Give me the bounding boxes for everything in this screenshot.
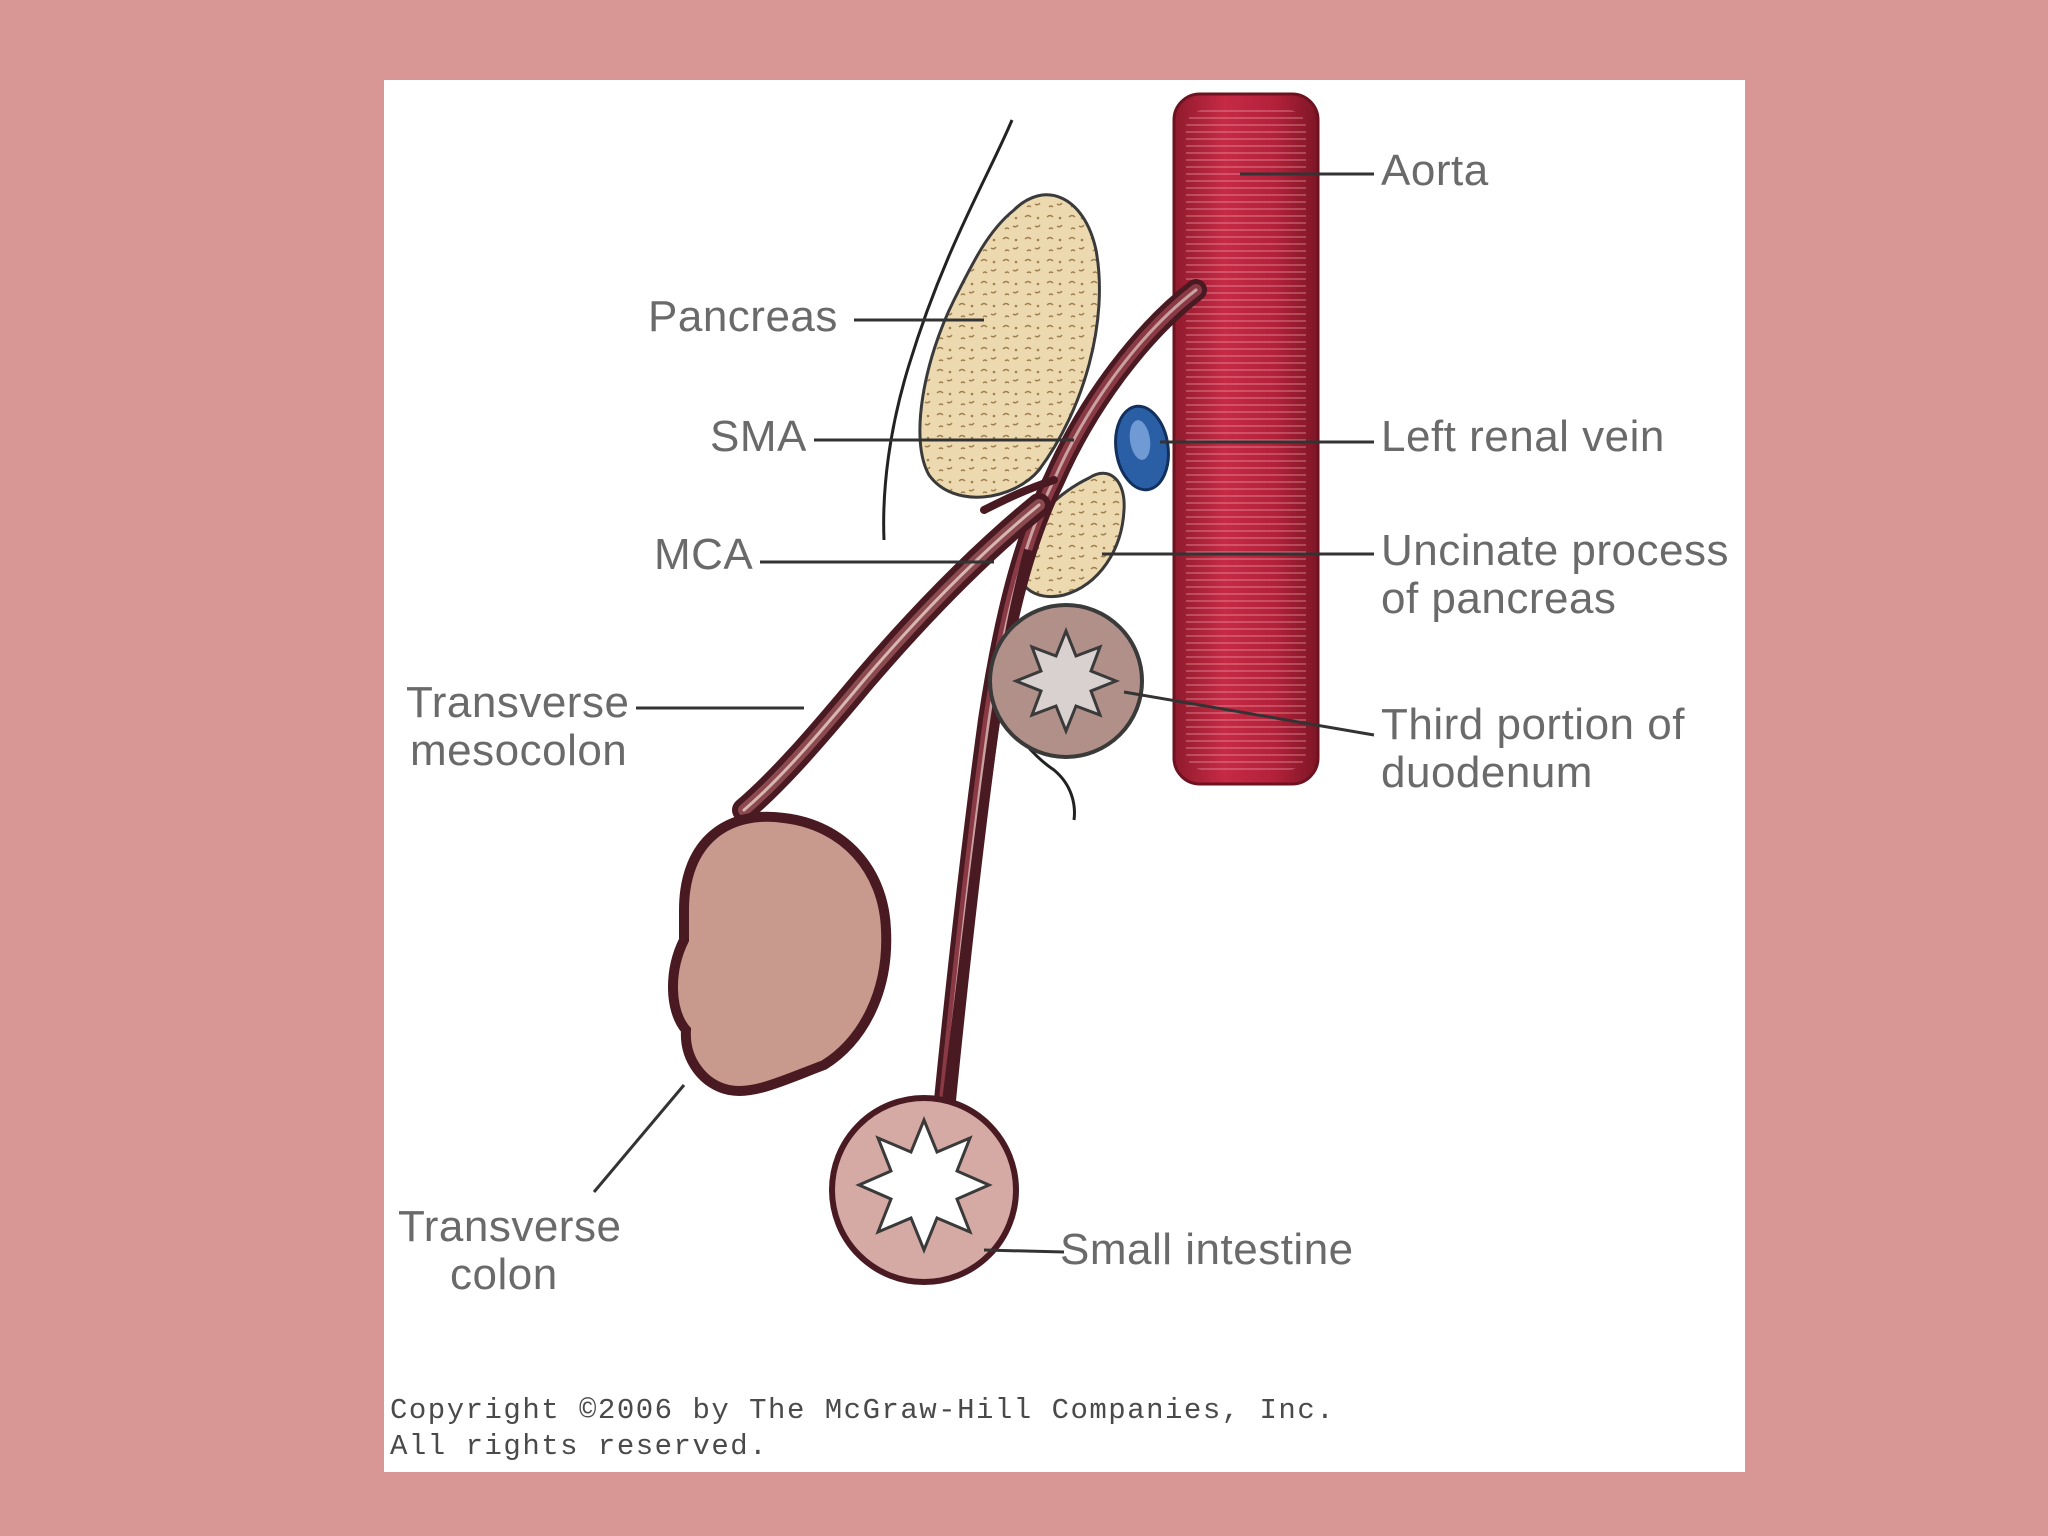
label-small-intestine: Small intestine	[1060, 1225, 1354, 1275]
label-transverse-mesocolon-line1: Transverse	[406, 678, 629, 728]
label-pancreas: Pancreas	[648, 292, 838, 342]
label-uncinate-line2: of pancreas	[1381, 574, 1616, 624]
copyright-line2: All rights reserved.	[390, 1428, 768, 1466]
leader-transverse-colon	[594, 1085, 684, 1192]
aorta	[1174, 94, 1318, 784]
duodenum-third-portion	[990, 605, 1142, 757]
label-transverse-mesocolon-line2: mesocolon	[410, 726, 627, 776]
label-aorta: Aorta	[1381, 146, 1489, 196]
copyright-line1: Copyright ©2006 by The McGraw-Hill Compa…	[390, 1392, 1335, 1430]
left-renal-vein	[1110, 403, 1173, 493]
label-sma: SMA	[710, 412, 807, 462]
diagram-panel: Aorta Pancreas SMA Left renal vein MCA U…	[384, 80, 1745, 1472]
label-mca: MCA	[654, 530, 753, 580]
transverse-colon	[673, 817, 886, 1091]
label-third-portion-line2: duodenum	[1381, 748, 1593, 798]
label-left-renal-vein: Left renal vein	[1381, 412, 1665, 462]
label-transverse-colon-line1: Transverse	[398, 1202, 621, 1252]
label-third-portion-line1: Third portion of	[1381, 700, 1685, 750]
label-transverse-colon-line2: colon	[450, 1250, 558, 1300]
label-uncinate-line1: Uncinate process	[1381, 526, 1729, 576]
leader-small-intestine	[984, 1250, 1064, 1252]
small-intestine	[832, 1098, 1016, 1282]
